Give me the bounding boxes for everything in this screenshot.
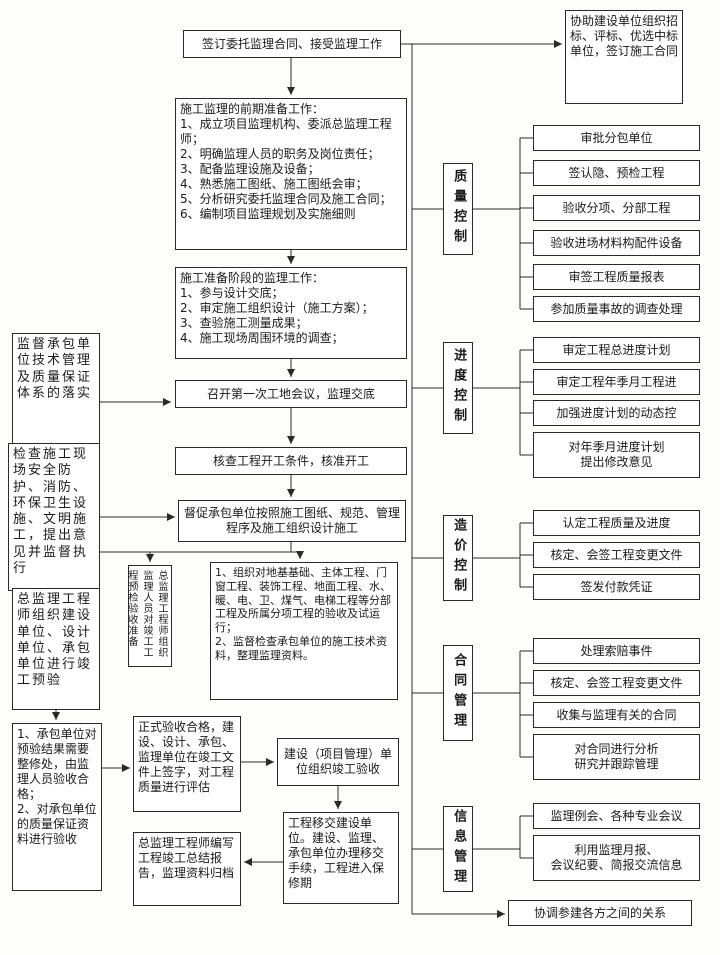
pre-construction-prep-box: 施工监理的前期准备工作： 1、成立项目监理机构、委派总监理工程师； 2、明确监理… (175, 98, 407, 250)
category-schedule-control: 进度控制 (443, 342, 473, 434)
category-item: 签发付款凭证 (533, 574, 700, 600)
category-item: 核定、会签工程变更文件 (533, 542, 700, 568)
category-item: 验收分项、分部工程 (533, 195, 700, 221)
category-contract-management: 合同管理 (443, 645, 473, 741)
formal-acceptance-box: 正式验收合格，建设、设计、承包、监理单位在竣工文件上签字，对工程质量进行评估 (133, 716, 241, 812)
pre-acceptance-prep-box: 总监理工程师组织监理人员对竣工工程预检验收准备 (128, 565, 172, 667)
category-item: 加强进度计划的动态控 (533, 400, 700, 426)
category-item: 审签工程质量报表 (533, 264, 700, 290)
acceptance-organize-box: 1、组织对地基基础、主体工程、门窗工程、装饰工程、地面工程、水、暖、电、卫、煤气… (210, 562, 398, 700)
construction-prep-stage-box: 施工准备阶段的监理工作： 1、参与设计交底； 2、审定施工组织设计（施工方案）；… (175, 267, 407, 359)
category-item: 参加质量事故的调查处理 (533, 296, 700, 322)
category-item: 利用监理月报、 会议纪要、简报交流信息 (533, 835, 700, 881)
handover-warranty-box: 工程移交建设单位。建设、监理、承包单位办理移交手续，工程进入保修期 (283, 812, 399, 904)
owner-acceptance-box: 建设（项目管理）单位组织竣工验收 (277, 738, 399, 786)
category-item: 审定工程年季月工程进 (533, 369, 700, 395)
start-box: 签订委托监理合同、接受监理工作 (183, 30, 401, 58)
site-safety-check-box: 检查施工现场安全防护、消防、环保卫生设施、文明施工，提出意见并监督执行 (8, 443, 100, 591)
category-item: 认定工程质量及进度 (533, 510, 700, 536)
category-item: 核定、会签工程变更文件 (533, 670, 700, 696)
assist-bidding-box: 协助建设单位组织招标、评标、优选中标单位，签订施工合同 (565, 10, 683, 104)
category-item: 收集与监理有关的合同 (533, 702, 700, 728)
category-item: 审定工程总进度计划 (533, 337, 700, 363)
rectify-and-verify-box: 1、承包单位对预验结果需要整修处，由监理人员验收合格； 2、对承包单位的质量保证… (12, 723, 102, 891)
supervise-construction-box: 督促承包单位按照施工图纸、规范、管理程序及施工组织设计施工 (178, 500, 406, 542)
final-report-archive-box: 总监理工程师编写工程竣工总结报告，监理资料归档 (133, 832, 241, 906)
category-item: 对合同进行分析 研究并跟踪管理 (533, 734, 700, 780)
category-item: 处理索赔事件 (533, 638, 700, 664)
category-item: 签认隐、预检工程 (533, 160, 700, 186)
category-item: 监理例会、各种专业会议 (533, 803, 700, 829)
category-information-management: 信息管理 (443, 806, 473, 892)
category-item: 对年季月进度计划 提出修改意见 (533, 432, 700, 478)
organize-pre-acceptance-box: 总监理工程师组织建设单位、设计单位、承包单位进行竣工预验 (12, 588, 100, 710)
check-start-conditions-box: 核查工程开工条件，核准开工 (175, 447, 407, 475)
category-quality-control: 质量控制 (443, 163, 473, 255)
category-item: 验收进场材料构配件设备 (533, 230, 700, 256)
first-site-meeting-box: 召开第一次工地会议，监理交底 (175, 380, 407, 408)
category-cost-control: 造价控制 (443, 515, 473, 601)
category-item: 审批分包单位 (533, 125, 700, 151)
coordinate-parties-box: 协调参建各方之间的关系 (508, 900, 692, 926)
